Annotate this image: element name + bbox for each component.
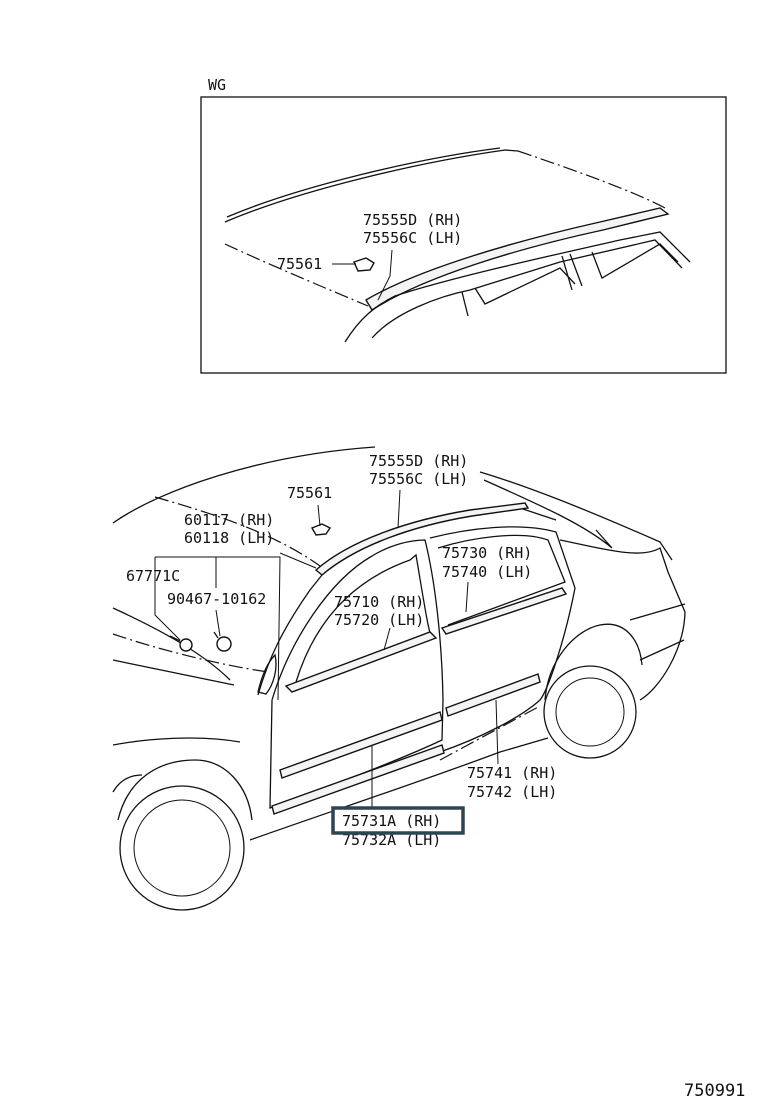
callout-front-belt-lh: 75720 (LH) [334, 611, 424, 629]
callout-clip-bolt: 90467-10162 [167, 590, 266, 608]
car-windshield [257, 574, 323, 696]
inset-window-4 [591, 243, 679, 279]
leader-rear-belt [465, 581, 469, 613]
car-rear-quarter [559, 539, 686, 701]
inset-callout-roof-lh: 75556C (LH) [363, 229, 462, 247]
inset-roof-edge [224, 149, 519, 223]
inset-callout-roof-rh: 75555D (RH) [363, 211, 462, 229]
callout-clip: 75561 [287, 484, 332, 502]
main-view: 75555D (RH) 75556C (LH) 75561 60117 (RH)… [112, 446, 686, 911]
callout-roof-rh: 75555D (RH) [369, 452, 468, 470]
leader-rear-side [495, 699, 499, 765]
inset-callout-clip: 75561 [277, 255, 322, 273]
leader-clip-bolt [215, 557, 221, 637]
callout-screw: 67771C [126, 567, 180, 585]
car-mirror [257, 653, 277, 695]
leader-clip [317, 504, 321, 527]
inset-roof-front [224, 243, 369, 307]
car-front-bumper [112, 737, 241, 793]
callout-pillar-lh: 60118 (LH) [184, 529, 274, 547]
leader-front-belt [383, 627, 391, 651]
inset-frame [200, 96, 727, 374]
car-rear-wheel [543, 665, 637, 759]
car-front-window [295, 553, 433, 683]
front-side-molding [279, 711, 443, 779]
leader-pillar [155, 552, 317, 701]
rear-belt-molding [440, 587, 568, 635]
car-rear-pillar [483, 479, 613, 549]
car-windshield-dash [112, 633, 269, 673]
front-belt-molding [284, 631, 438, 693]
inset-body-line [344, 231, 691, 343]
callout-roof-lh: 75556C (LH) [369, 470, 468, 488]
car-front-arch [117, 759, 253, 821]
callout-pillar-rh: 60117 (RH) [184, 511, 274, 529]
leader-roof [397, 489, 401, 529]
car-front-wheel-inner [133, 799, 231, 897]
car-roof-dash [154, 496, 321, 567]
front-lower-molding [271, 744, 445, 815]
callout-rear-belt-rh: 75730 (RH) [442, 544, 532, 562]
screw-part [169, 635, 193, 652]
car-rocker [249, 737, 549, 841]
car-roof-molding [314, 502, 530, 576]
highlight-box[interactable] [331, 806, 465, 835]
leader-screw [154, 557, 181, 641]
roof-clip-part [310, 523, 332, 536]
car-front-wheel [119, 785, 245, 911]
diagram-number: 750991 [684, 1081, 745, 1101]
car-rocker-dash [439, 705, 541, 761]
callout-rear-belt-lh: 75740 (LH) [442, 563, 532, 581]
car-roof-rear [479, 471, 673, 561]
inset-body-line-2 [371, 239, 683, 339]
inset-leader-roof [377, 249, 393, 301]
inset-roof-rear [517, 150, 666, 209]
inset-roof-edge-inner [226, 147, 501, 218]
inset-window-3 [561, 253, 583, 291]
inset-label: WG [208, 76, 226, 94]
car-roof-outline [112, 446, 376, 524]
car-rear-wheel-inner [555, 677, 625, 747]
car-hood [112, 607, 235, 686]
inset-clip-part [353, 257, 375, 272]
inset-panel: WG 75555D (RH) 75556C (LH) 75561 [200, 76, 727, 374]
clip-bolt-part [213, 631, 232, 652]
callout-front-belt-rh: 75710 (RH) [334, 593, 424, 611]
inset-roof-molding [365, 207, 670, 311]
callout-front-side-rh[interactable]: 75731A (RH) [342, 812, 441, 830]
rear-side-molding [445, 673, 541, 717]
callout-rear-side-rh: 75741 (RH) [467, 764, 557, 782]
car-rear-window [437, 534, 566, 626]
callout-front-side-lh: 75732A (LH) [342, 831, 441, 849]
inset-window-1 [461, 291, 469, 317]
car-rear-door [429, 526, 576, 753]
car-rear-bumper [629, 603, 686, 661]
car-rear-arch [544, 623, 643, 701]
callout-rear-side-lh: 75742 (LH) [467, 783, 557, 801]
